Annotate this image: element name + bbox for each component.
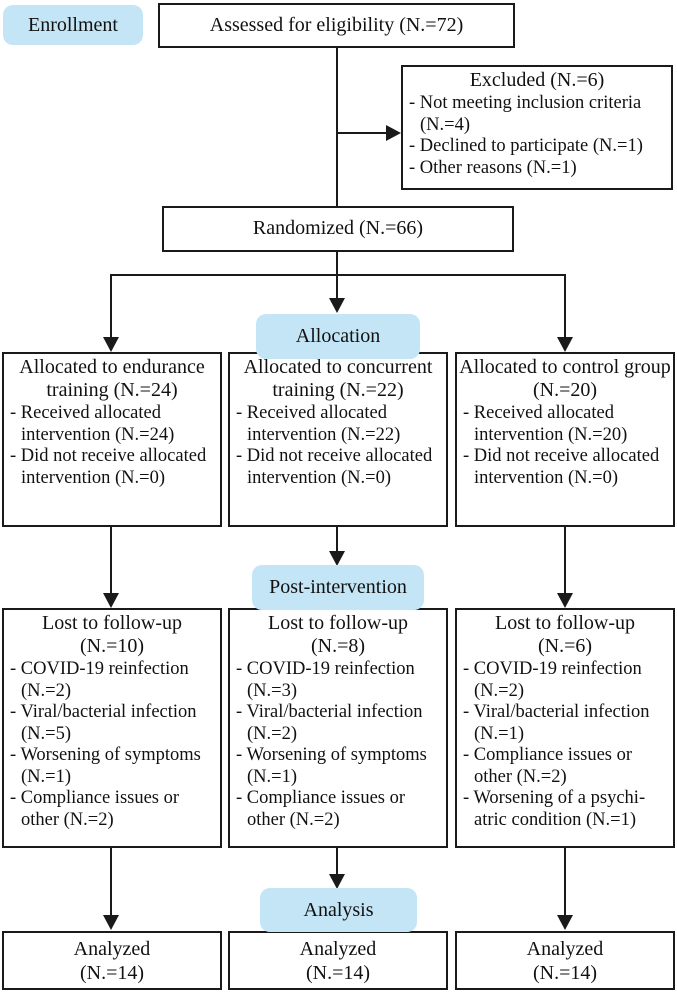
flow-line <box>336 848 338 875</box>
followup-count: (N.=6) <box>537 635 593 658</box>
list-item: - Did not receive allocated intervention… <box>10 446 207 488</box>
analyzed-title: Analyzed <box>73 938 151 961</box>
excluded-items: - Not meeting inclusion criteria (N.=4)-… <box>403 92 671 179</box>
stage-label-allocation: Allocation <box>256 314 420 359</box>
analyzed-box-endurance: Analyzed (N.=14) <box>2 931 222 990</box>
list-item: - Received allocated intervention (N.=22… <box>236 403 401 445</box>
arrowhead-down-icon <box>329 298 345 313</box>
list-item: - COVID-19 reinfection (N.=2) <box>10 659 189 701</box>
allocation-title: Allocated to concurrent training (N.=22) <box>243 356 433 402</box>
flow-line <box>564 848 566 916</box>
stage-label-analysis: Analysis <box>260 888 417 932</box>
allocation-box-concurrent: Allocated to concurrent training (N.=22)… <box>228 352 448 527</box>
flow-line <box>110 274 112 338</box>
excluded-title: Excluded (N.=6) <box>469 69 605 91</box>
arrowhead-down-icon <box>103 915 119 930</box>
randomized-box: Randomized (N.=66) <box>162 206 514 252</box>
list-item: - COVID-19 reinfection (N.=3) <box>236 659 415 701</box>
arrowhead-down-icon <box>329 551 345 566</box>
assessed-box: Assessed for eligibility (N.=72) <box>158 3 515 48</box>
followup-title: Lost to follow-up <box>42 612 182 634</box>
list-item: - Other reasons (N.=1) <box>409 157 577 178</box>
arrowhead-down-icon <box>103 593 119 608</box>
flow-line <box>564 527 566 594</box>
followup-items: - COVID-19 reinfection (N.=2)- Viral/bac… <box>457 658 673 831</box>
allocation-items: - Received allocated intervention (N.=22… <box>230 402 446 489</box>
arrowhead-down-icon <box>557 915 573 930</box>
randomized-title: Randomized (N.=66) <box>252 217 424 240</box>
list-item: - Declined to participate (N.=1) <box>409 136 643 157</box>
excluded-box: Excluded (N.=6) - Not meeting inclusion … <box>401 65 673 190</box>
analyzed-box-control: Analyzed (N.=14) <box>455 931 675 990</box>
followup-items: - COVID-19 reinfection (N.=2)- Viral/bac… <box>4 658 220 831</box>
allocation-box-control: Allocated to control group (N.=20) - Rec… <box>455 352 675 527</box>
list-item: - Received allocated intervention (N.=20… <box>463 403 628 445</box>
flow-line <box>110 848 112 916</box>
arrowhead-down-icon <box>103 337 119 352</box>
list-item: - Viral/bacterial infection (N.=1) <box>463 702 650 744</box>
followup-box-control: Lost to follow-up (N.=6) - COVID-19 rein… <box>455 608 675 848</box>
allocation-title: Allocated to control group (N.=20) <box>459 356 671 402</box>
flow-line <box>110 527 112 594</box>
analyzed-title: Analyzed <box>299 938 377 961</box>
list-item: - Compliance issues or other (N.=2) <box>10 788 180 830</box>
flow-line <box>336 48 338 206</box>
followup-box-endurance: Lost to follow-up (N.=10) - COVID-19 rei… <box>2 608 222 848</box>
flow-line <box>336 527 338 552</box>
followup-count: (N.=10) <box>79 635 145 658</box>
analyzed-count: (N.=14) <box>79 961 145 984</box>
list-item: - COVID-19 reinfection (N.=2) <box>463 659 642 701</box>
flow-line <box>336 252 338 276</box>
arrowhead-down-icon <box>557 337 573 352</box>
flow-line <box>564 274 566 338</box>
assessed-title: Assessed for eligibility (N.=72) <box>209 13 464 36</box>
arrowhead-down-icon <box>557 593 573 608</box>
arrowhead-right-icon <box>386 125 401 141</box>
allocation-title: Allocated to endurance training (N.=24) <box>19 356 205 402</box>
list-item: - Received allocated intervention (N.=24… <box>10 403 175 445</box>
followup-box-concurrent: Lost to follow-up (N.=8) - COVID-19 rein… <box>228 608 448 848</box>
list-item: - Worsening of symptoms (N.=1) <box>236 745 427 787</box>
analyzed-count: (N.=14) <box>305 961 371 984</box>
list-item: - Did not receive allocated intervention… <box>236 446 433 488</box>
followup-title: Lost to follow-up <box>495 612 635 634</box>
list-item: - Did not receive allocated intervention… <box>463 446 660 488</box>
followup-title: Lost to follow-up <box>268 612 408 634</box>
analyzed-count: (N.=14) <box>532 961 598 984</box>
followup-items: - COVID-19 reinfection (N.=3)- Viral/bac… <box>230 658 446 831</box>
flow-line <box>336 274 338 299</box>
list-item: - Worsening of a psychi-atric condition … <box>463 788 646 830</box>
analyzed-title: Analyzed <box>526 938 604 961</box>
arrowhead-down-icon <box>329 874 345 889</box>
stage-label-enrollment: Enrollment <box>3 5 143 45</box>
flow-line <box>337 132 386 134</box>
allocation-items: - Received allocated intervention (N.=20… <box>457 402 673 489</box>
list-item: - Viral/bacterial infection (N.=5) <box>10 702 197 744</box>
list-item: - Viral/bacterial infection (N.=2) <box>236 702 423 744</box>
allocation-items: - Received allocated intervention (N.=24… <box>4 402 220 489</box>
allocation-box-endurance: Allocated to endurance training (N.=24) … <box>2 352 222 527</box>
stage-label-post-intervention: Post-intervention <box>252 565 424 610</box>
followup-count: (N.=8) <box>310 635 366 658</box>
list-item: - Not meeting inclusion criteria (N.=4) <box>409 93 642 135</box>
list-item: - Compliance issues or other (N.=2) <box>463 745 633 787</box>
flow-line <box>110 274 566 276</box>
analyzed-box-concurrent: Analyzed (N.=14) <box>228 931 448 990</box>
list-item: - Worsening of symptoms (N.=1) <box>10 745 201 787</box>
list-item: - Compliance issues or other (N.=2) <box>236 788 406 830</box>
